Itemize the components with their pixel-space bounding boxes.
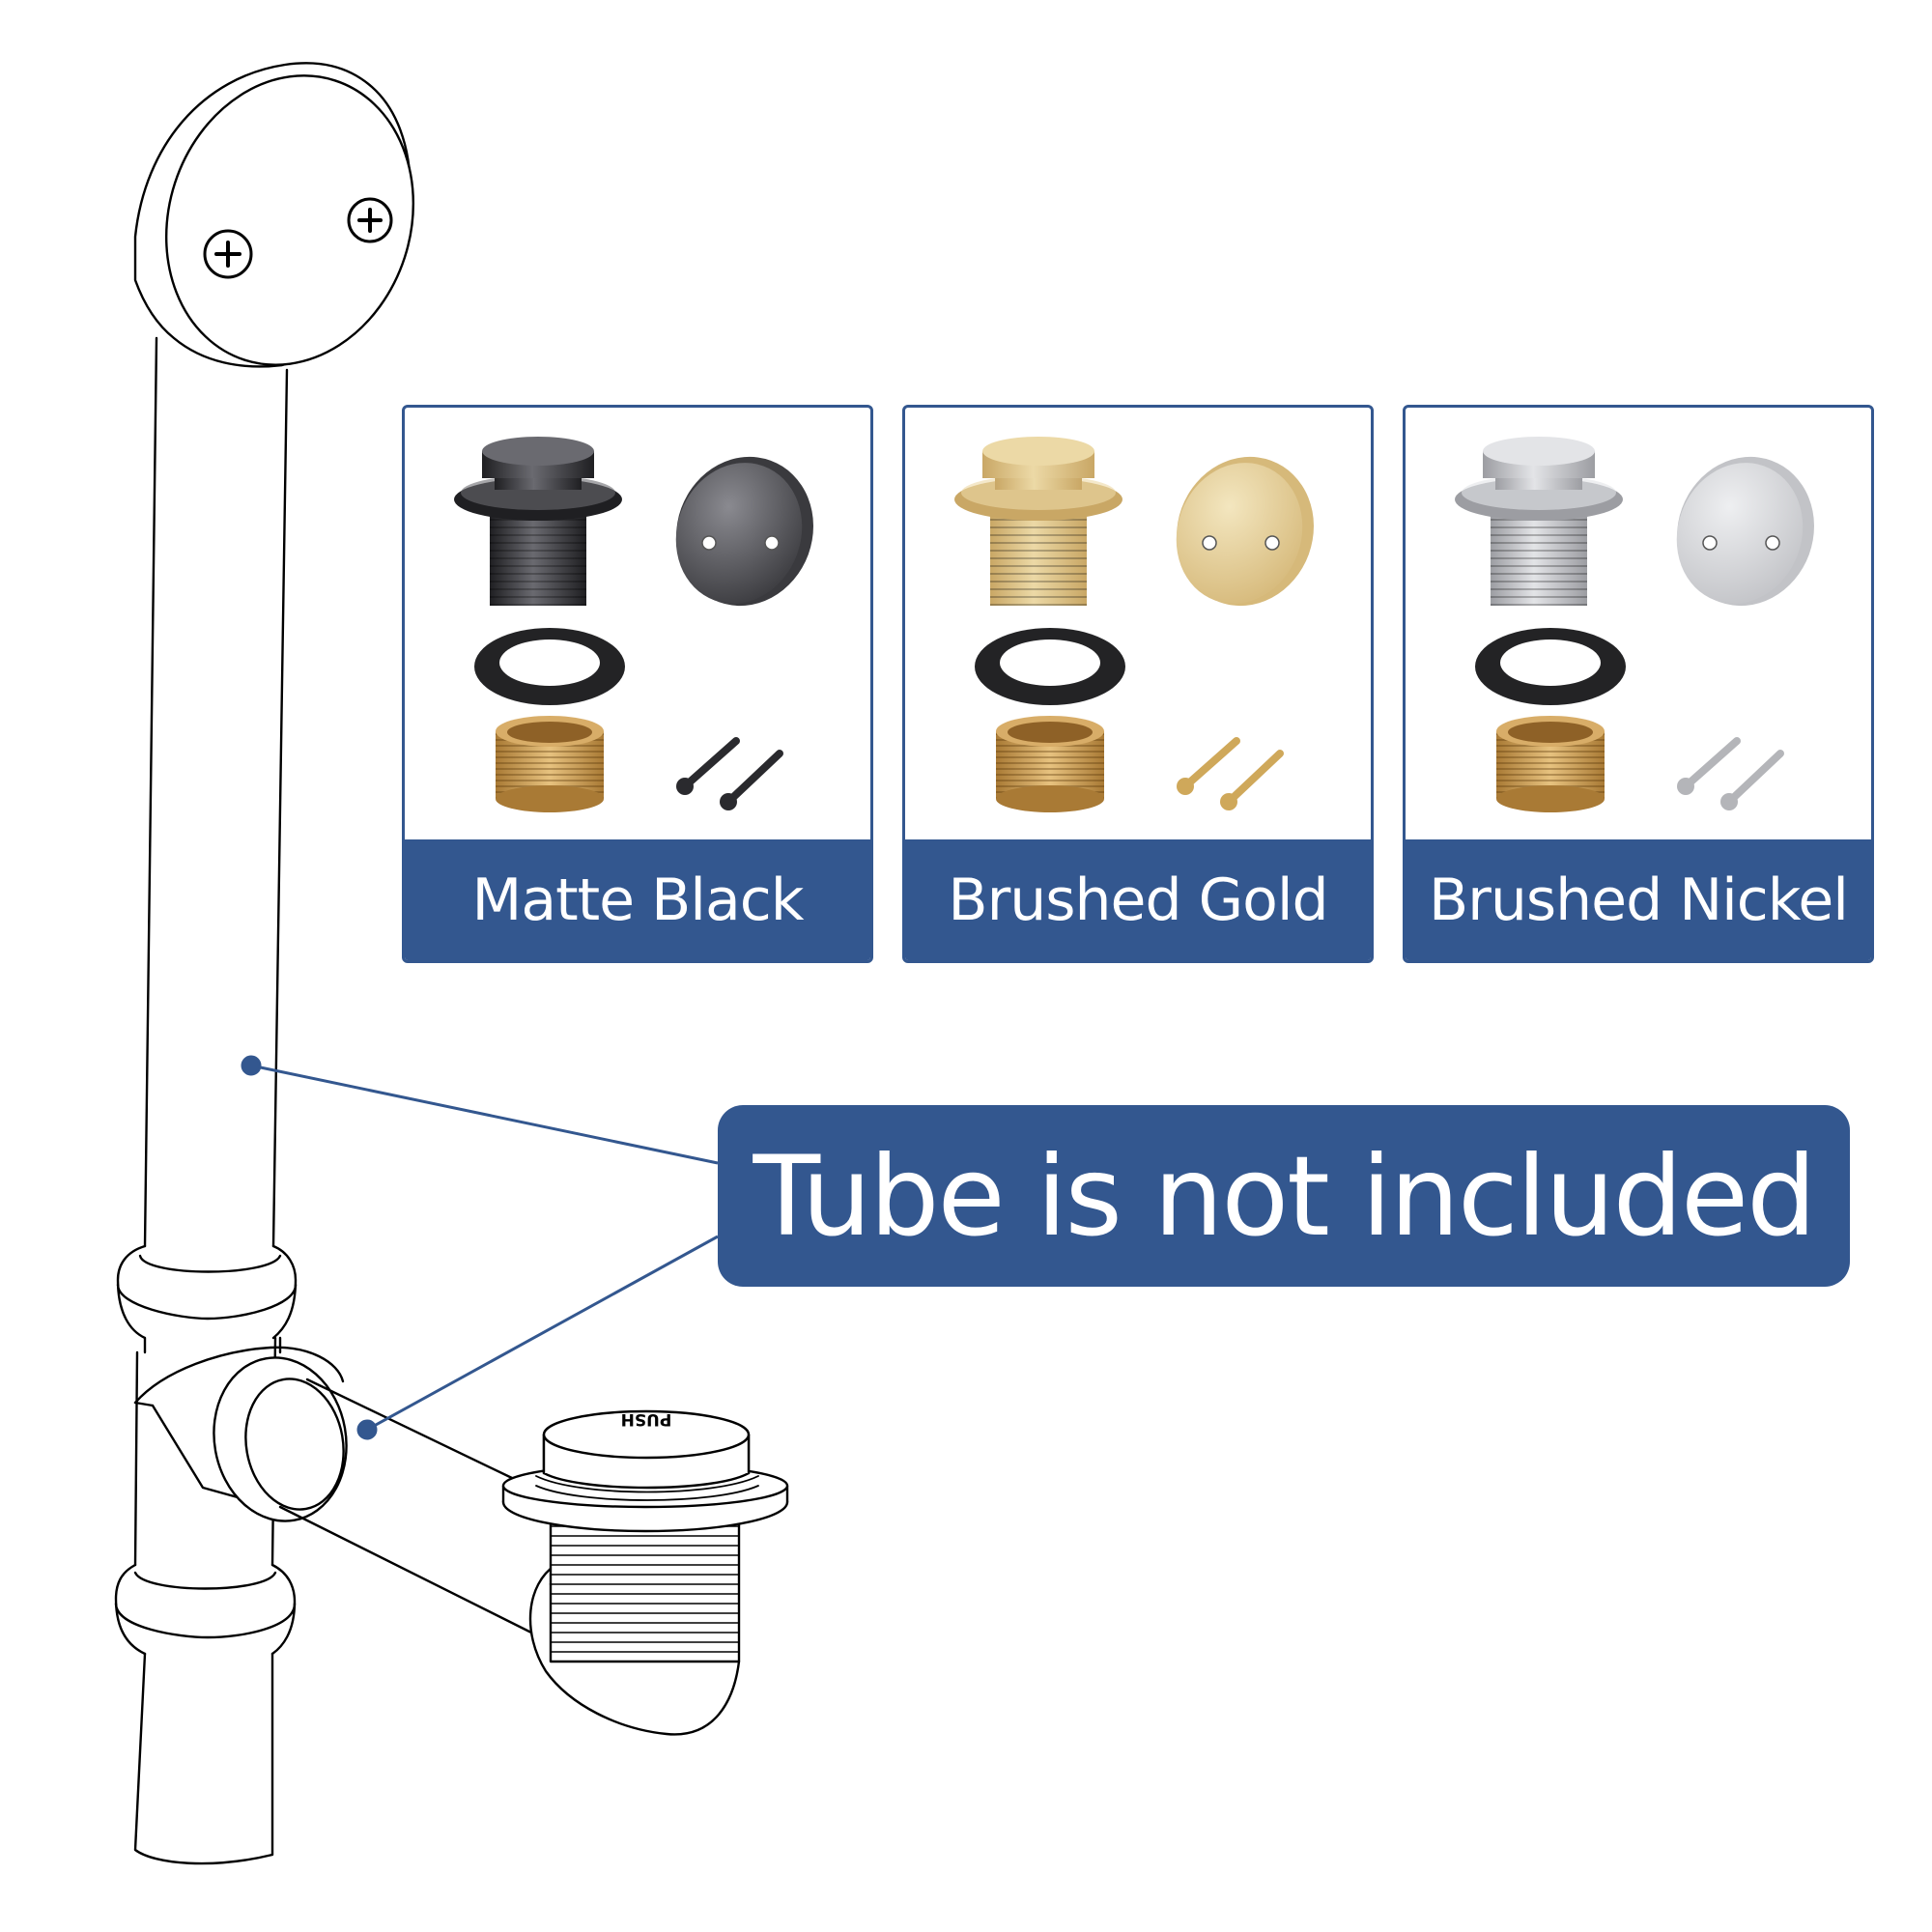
drain-kit-matte-black-icon	[454, 437, 813, 812]
mounting-screws-icon	[1677, 737, 1784, 810]
overflow-plate-icon	[675, 456, 813, 607]
brass-ring-icon	[496, 716, 604, 812]
finish-label-brushed-nickel: Brushed Nickel	[1406, 839, 1871, 960]
finish-card-matte-black: Matte Black	[402, 405, 873, 963]
drain-kit-brushed-nickel-icon	[1455, 437, 1814, 812]
brass-ring-icon	[996, 716, 1104, 812]
mounting-screws-icon	[1177, 737, 1284, 810]
leader-dot-lower	[356, 1419, 378, 1440]
plug-push-text: PUSH	[621, 1409, 672, 1429]
drain-stopper-icon	[1455, 437, 1623, 606]
drain-kit-brushed-gold-icon	[954, 437, 1314, 812]
drain-stopper-icon	[454, 437, 622, 606]
overflow-plate-icon	[1176, 456, 1314, 607]
rubber-gasket-icon	[1475, 628, 1626, 705]
finish-card-brushed-nickel: Brushed Nickel	[1403, 405, 1874, 963]
callout-leader-lines	[241, 1055, 719, 1440]
finish-label-matte-black: Matte Black	[405, 839, 870, 960]
brass-ring-icon	[1496, 716, 1605, 812]
leader-dot-upper	[241, 1055, 262, 1076]
finish-label-brushed-gold: Brushed Gold	[905, 839, 1371, 960]
mounting-screws-icon	[676, 737, 783, 810]
drain-stopper-icon	[954, 437, 1122, 606]
tube-not-included-callout: Tube is not included	[718, 1105, 1850, 1287]
overflow-plate-icon	[1676, 456, 1814, 607]
finish-card-brushed-gold: Brushed Gold	[902, 405, 1374, 963]
overflow-cover-icon	[133, 62, 415, 368]
rubber-gasket-icon	[474, 628, 625, 705]
rubber-gasket-icon	[975, 628, 1125, 705]
